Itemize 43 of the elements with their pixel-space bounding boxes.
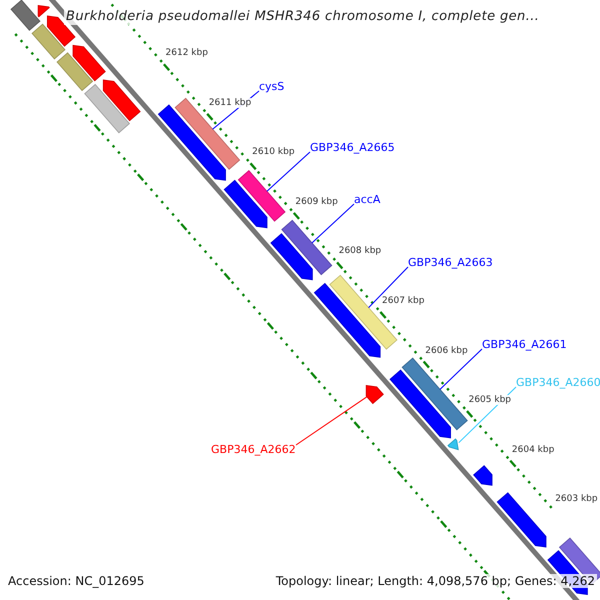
leader-line — [312, 204, 354, 244]
gene-feature — [224, 180, 268, 228]
gene-label: GBP346_A2663 — [408, 256, 493, 269]
gene-block — [84, 84, 130, 134]
gene-feature — [158, 104, 226, 181]
gene-block — [238, 170, 286, 222]
scale-tick-label: 2603 kbp — [555, 494, 598, 504]
gene-block — [56, 52, 94, 92]
scale-tick-label: 2604 kbp — [512, 444, 554, 455]
gene-block — [281, 220, 332, 276]
scale-tick-label: 2612 kbp — [166, 48, 208, 58]
scale-tick-label: 2606 kbp — [425, 346, 468, 356]
gene-feature — [102, 80, 141, 122]
gene-label: GBP346_A2660 — [516, 376, 600, 389]
leader-line — [440, 348, 482, 390]
scale-tick-label: 2611 kbp — [208, 98, 252, 108]
gene-feature — [496, 492, 546, 548]
scale-tick-label: 2610 kbp — [252, 147, 295, 158]
scale-tick-label: 2605 kbp — [468, 395, 511, 406]
gene-block — [10, 0, 40, 31]
gene-feature — [473, 465, 492, 486]
scale-tick-label: 2609 kbp — [295, 196, 338, 207]
leader-line — [368, 266, 408, 308]
gene-label: GBP346_A2661 — [482, 338, 567, 351]
gene-feature — [270, 233, 313, 280]
gene-label: GBP346_A2665 — [310, 141, 395, 154]
gene-block — [31, 24, 66, 60]
scale-tick-label: 2607 kbp — [382, 296, 424, 306]
gene-feature — [389, 369, 451, 438]
leader-line — [266, 152, 310, 192]
gene-block — [402, 358, 468, 430]
accession-text: Accession: NC_012695 — [8, 574, 144, 588]
scale-tick-label: 2608 kbp — [338, 246, 382, 256]
gene-label: GBP346_A2662 — [211, 443, 296, 456]
leader-line — [296, 396, 368, 446]
gene-feature — [72, 44, 106, 82]
gene-feature — [314, 282, 381, 358]
gene-label: accA — [354, 193, 380, 206]
gene-feature — [366, 384, 384, 404]
gene-label: cysS — [259, 80, 284, 93]
sequence-info-text: Topology: linear; Length: 4,098,576 bp; Genes: 4,262 — [274, 574, 597, 588]
gene-feature — [38, 4, 50, 18]
gene-feature — [447, 438, 459, 450]
